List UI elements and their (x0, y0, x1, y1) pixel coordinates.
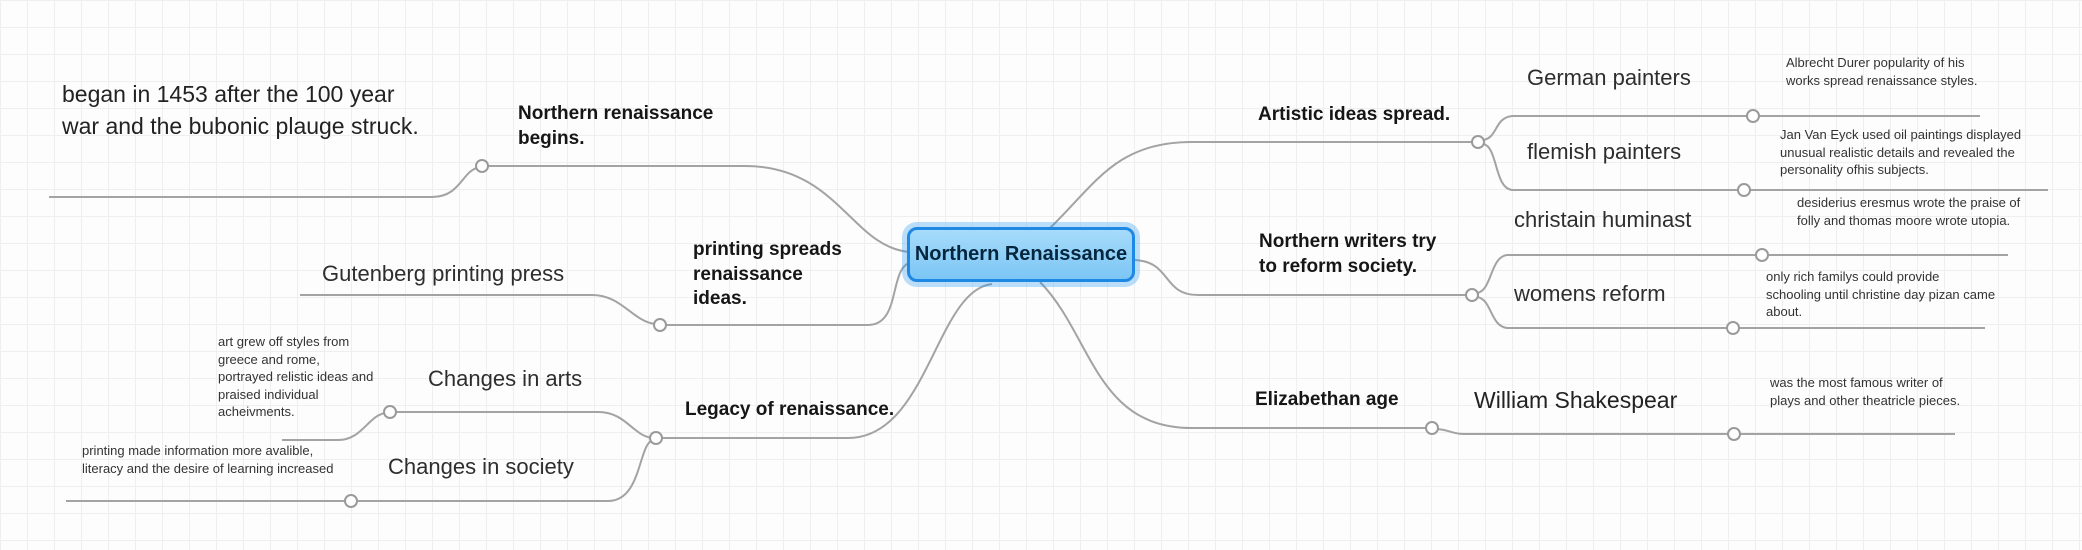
connector-writers (1134, 248, 2008, 335)
central-node-label: Northern Renaissance (914, 243, 1128, 265)
connector-legacy (66, 283, 993, 508)
note-changes-in-society[interactable]: printing made information more avalible,… (82, 443, 334, 476)
node-william-shakespear[interactable]: William Shakespear (1474, 387, 1678, 413)
node-anchor (383, 405, 397, 419)
node-flemish-painters[interactable]: flemish painters (1527, 139, 1682, 164)
topic-northern-writers-reform[interactable]: Northern writers try to reform society. (1259, 231, 1437, 277)
topic-printing-spreads[interactable]: printing spreads renaissance ideas. (693, 239, 842, 310)
note-german-painters[interactable]: Albrecht Durer popularity of his works s… (1786, 55, 1978, 88)
topic-artistic-ideas-spread[interactable]: Artistic ideas spread. (1258, 104, 1451, 125)
node-changes-in-society[interactable]: Changes in society (388, 454, 574, 479)
node-changes-in-arts[interactable]: Changes in arts (428, 366, 583, 391)
node-womens-reform[interactable]: womens reform (1514, 281, 1666, 306)
node-anchor (1746, 109, 1760, 123)
node-anchor (1755, 248, 1769, 262)
node-began-in-1453[interactable]: began in 1453 after the 100 year war and… (62, 81, 419, 140)
node-anchor (653, 318, 667, 332)
node-anchor (1465, 288, 1479, 302)
node-anchor (649, 431, 663, 445)
connector-elizabethan (1039, 281, 1955, 441)
note-womens-reform[interactable]: only rich familys could provide schoolin… (1766, 269, 1996, 320)
topic-legacy-of-renaissance[interactable]: Legacy of renaissance. (685, 399, 895, 420)
node-anchor (1737, 183, 1751, 197)
connector-begins (49, 159, 911, 253)
node-anchor (1471, 135, 1485, 149)
note-william-shakespear[interactable]: was the most famous writer of plays and … (1770, 375, 1961, 408)
node-anchor (1425, 421, 1439, 435)
topic-northern-renaissance-begins[interactable]: Northern renaissance begins. (518, 103, 714, 149)
node-german-painters[interactable]: German painters (1527, 65, 1691, 90)
node-gutenberg-printing-press[interactable]: Gutenberg printing press (322, 261, 565, 286)
node-anchor (1727, 427, 1741, 441)
node-anchor (475, 159, 489, 173)
note-changes-in-arts[interactable]: art grew off styles from greece and rome… (218, 334, 374, 420)
topic-elizabethan-age[interactable]: Elizabethan age (1255, 389, 1399, 410)
note-flemish-painters[interactable]: Jan Van Eyck used oil paintings displaye… (1780, 127, 2022, 178)
connector-artistic (1047, 109, 2048, 231)
connector-printing (300, 261, 913, 332)
node-anchor (1726, 321, 1740, 335)
central-node-northern-renaissance[interactable]: Northern Renaissance (907, 227, 1135, 282)
node-anchor (344, 494, 358, 508)
note-christain-huminast[interactable]: desiderius eresmus wrote the praise of f… (1797, 195, 2021, 228)
node-christain-huminast[interactable]: christain huminast (1514, 207, 1692, 232)
